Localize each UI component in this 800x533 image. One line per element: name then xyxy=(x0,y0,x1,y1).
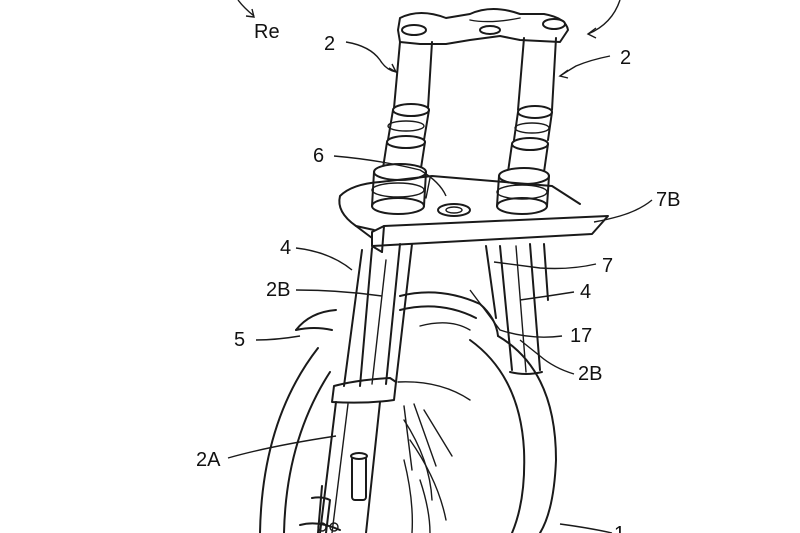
direction-arrow-re xyxy=(237,0,255,18)
label-inner-left: 2B xyxy=(266,279,290,301)
label-tube-left: 4 xyxy=(280,237,291,259)
label-plate: 7B xyxy=(656,189,680,211)
fork-leg-left xyxy=(299,243,413,533)
label-outer-left: 2A xyxy=(196,449,221,471)
front-wheel xyxy=(259,335,557,533)
label-fender-body: 17 xyxy=(570,325,592,347)
label-fork-left: 2 xyxy=(324,33,335,55)
under-bracket xyxy=(338,175,581,239)
fork-tube-left-upper xyxy=(371,41,433,215)
reference-labels: Re 2 2 6 7B 4 7 2B 4 5 17 2B 2A 1 xyxy=(196,21,680,533)
label-fork-right: 2 xyxy=(620,47,631,69)
leader-lines xyxy=(227,41,653,533)
top-bridge xyxy=(397,8,569,45)
guard-plate xyxy=(371,215,609,253)
label-inner-right: 2B xyxy=(578,363,602,385)
label-re: Re xyxy=(254,21,280,43)
direction-arrow-right xyxy=(586,0,621,39)
fork-tube-right-upper xyxy=(496,37,557,215)
front-fender xyxy=(295,291,499,337)
label-wheel: 1 xyxy=(614,523,625,533)
fork-leg-right xyxy=(485,243,549,375)
label-fender: 5 xyxy=(234,329,245,351)
label-stay: 7 xyxy=(602,255,613,277)
label-tube-right: 4 xyxy=(580,281,591,303)
label-bracket: 6 xyxy=(313,145,324,167)
